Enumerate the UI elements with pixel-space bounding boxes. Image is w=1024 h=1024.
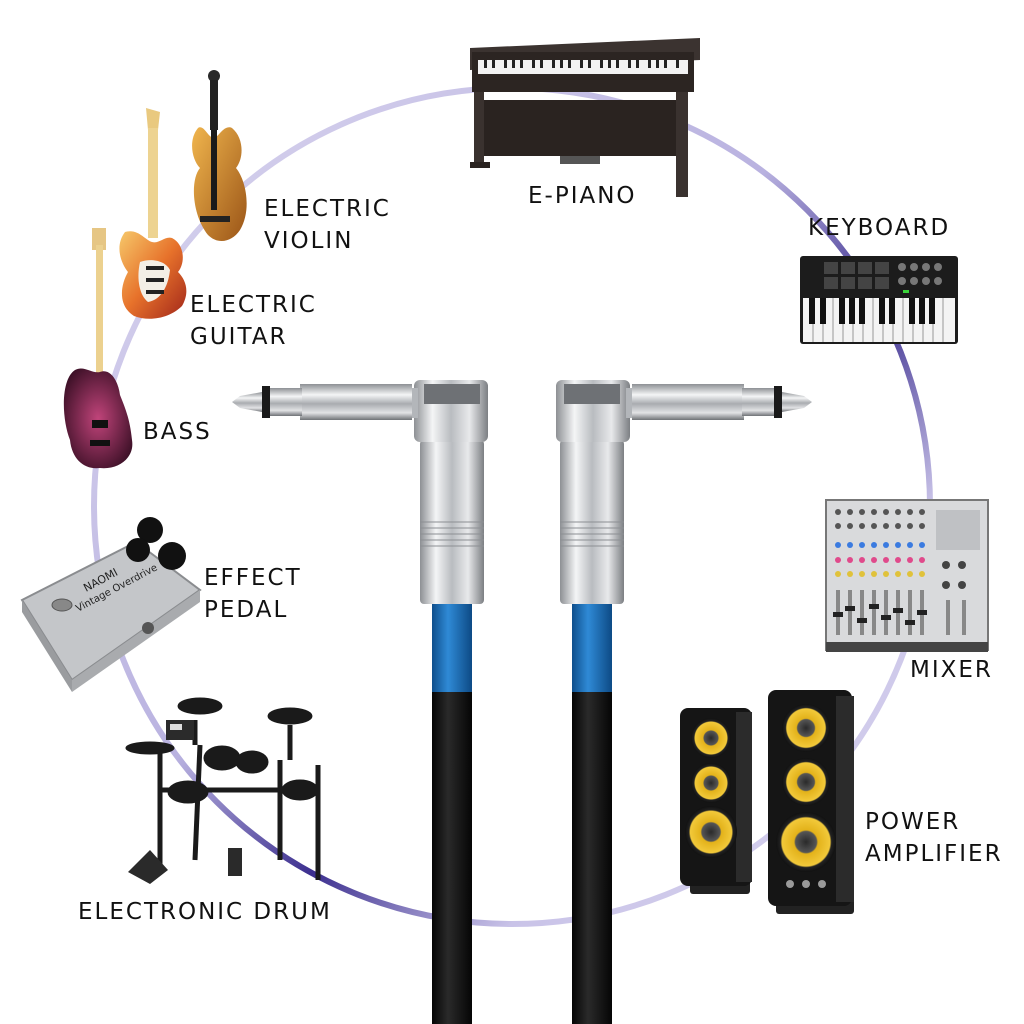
electric-guitar-label-line2: GUITAR — [190, 324, 288, 350]
bass-guitar-image — [63, 228, 133, 469]
electric-violin-label: ELECTRIC VIOLIN — [264, 193, 391, 257]
mixer-label: MIXER — [910, 657, 993, 683]
e-piano-label: E-PIANO — [528, 183, 637, 209]
power-amplifier-label-line1: POWER — [865, 809, 961, 835]
electric-violin-label-line1: ELECTRIC — [264, 196, 391, 222]
right-cable-plug — [556, 380, 812, 1024]
electric-guitar-label-line1: ELECTRIC — [190, 292, 317, 318]
power-amplifier-label: POWER AMPLIFIER — [865, 806, 1003, 870]
effect-pedal-image: NAOMI Vintage Overdrive — [20, 517, 202, 692]
keyboard-image — [800, 256, 958, 344]
electric-violin-image — [192, 70, 247, 242]
effect-pedal-label-line2: PEDAL — [204, 597, 289, 623]
e-piano-image — [470, 38, 700, 197]
effect-pedal-label-line1: EFFECT — [204, 565, 302, 591]
effect-pedal-label: EFFECT PEDAL — [204, 562, 302, 626]
power-amplifier-image — [680, 690, 854, 914]
electronic-drum-image — [125, 697, 321, 884]
keyboard-label: KEYBOARD — [808, 215, 951, 241]
mixer-image — [825, 499, 989, 652]
electric-guitar-label: ELECTRIC GUITAR — [190, 289, 317, 353]
left-cable-plug — [232, 380, 488, 1024]
bass-label: BASS — [143, 419, 212, 445]
electric-violin-label-line2: VIOLIN — [264, 228, 354, 254]
electric-guitar-image — [119, 108, 187, 319]
electronic-drum-label: ELECTRONIC DRUM — [78, 899, 332, 925]
power-amplifier-label-line2: AMPLIFIER — [865, 841, 1003, 867]
